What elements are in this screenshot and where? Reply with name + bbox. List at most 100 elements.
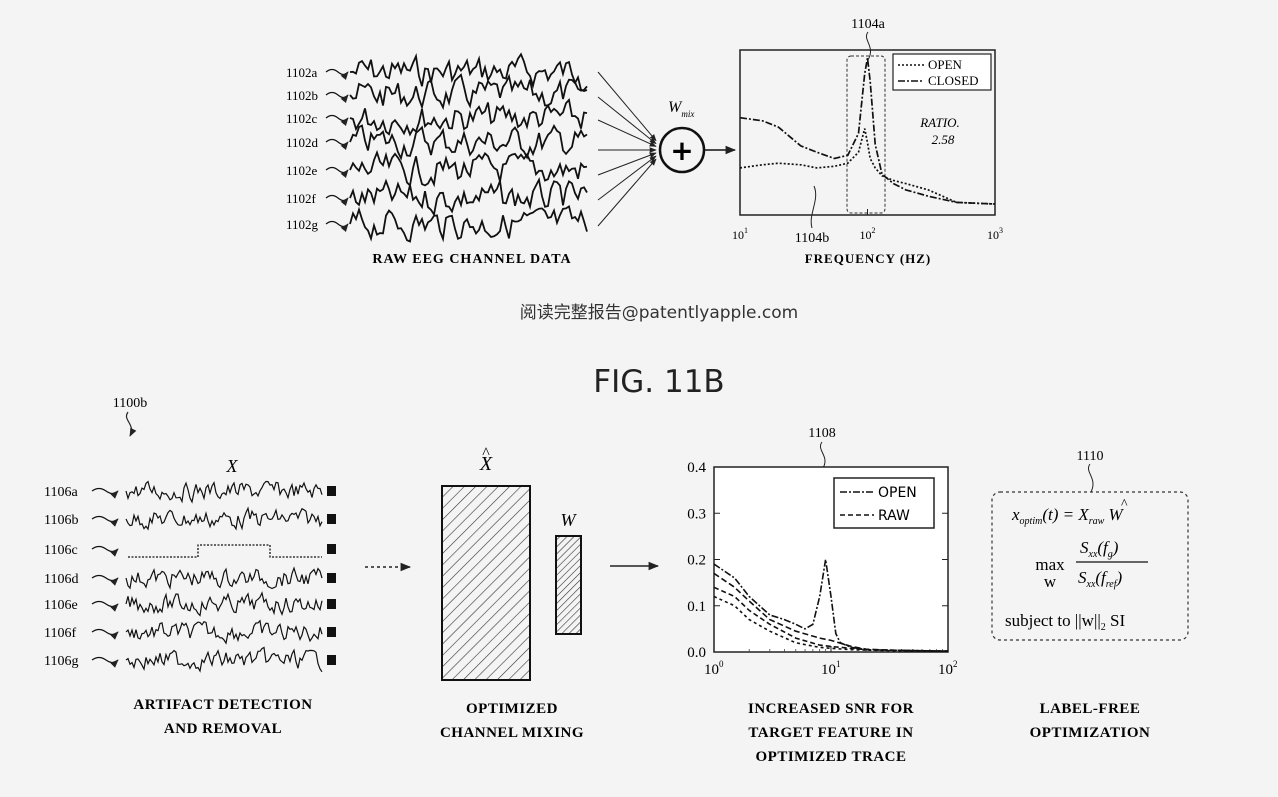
xhat-label: X xyxy=(479,453,493,475)
ref-arrow-1100b xyxy=(126,411,137,437)
bottom-channel-arrow xyxy=(91,487,119,499)
top-channel-arrow xyxy=(325,220,349,233)
bottom-series-line xyxy=(713,572,949,652)
caption-raw-eeg: RAW EEG CHANNEL DATA xyxy=(372,252,571,267)
ref-label-1100b: 1100b xyxy=(113,396,147,411)
formula-callout-line xyxy=(1088,463,1094,493)
top-x-tick-label: 102 xyxy=(860,226,876,242)
caption-mixing-1: OPTIMIZED xyxy=(466,701,558,717)
bottom-channel-trace xyxy=(125,480,323,504)
peak-callout-label: 1104a xyxy=(851,17,885,32)
channel-end-marker xyxy=(327,627,336,637)
caption-artifact-1: ARTIFACT DETECTION xyxy=(133,697,312,713)
artifact-step-trace xyxy=(128,544,322,558)
converging-arrows xyxy=(597,71,657,227)
converge-arrow xyxy=(597,96,657,145)
base-callout-line xyxy=(810,185,817,229)
bottom-channel-arrow xyxy=(91,545,119,557)
top-series-line xyxy=(739,57,996,205)
mixer-plus-icon: + xyxy=(670,134,693,167)
channel-end-marker xyxy=(327,514,336,524)
bottom-x-tick-label: 102 xyxy=(938,659,958,678)
top-xlabel: FREQUENCY (HZ) xyxy=(805,251,932,266)
xhat-matrix xyxy=(441,485,531,681)
top-channel-trace xyxy=(349,204,588,243)
caption-snr-2: TARGET FEATURE IN xyxy=(748,725,913,741)
converge-arrow xyxy=(597,119,657,147)
top-channel-trace xyxy=(349,97,588,137)
x-matrix-label: X xyxy=(226,456,239,476)
formula-box xyxy=(991,491,1189,641)
w-label: W xyxy=(561,510,578,530)
bottom-y-tick-label: 0.0 xyxy=(687,645,706,661)
legend-b-open-label: OPEN xyxy=(878,485,917,501)
mixer-circle xyxy=(658,126,706,174)
formula-constraint: subject to ||w||2 SI xyxy=(1005,611,1125,633)
top-channel-label: 1102c xyxy=(286,111,318,126)
top-channel-trace xyxy=(349,73,588,111)
top-channel-arrow xyxy=(325,91,349,104)
bottom-channel-arrow xyxy=(91,574,119,586)
formula-denominator: Sxx(fref) xyxy=(1078,568,1123,590)
xhat-hat-mark: ^ xyxy=(482,445,490,462)
bottom-channel-label: 1106c xyxy=(44,543,78,558)
peak-callout-line xyxy=(866,31,872,61)
bottom-channel-label: 1106g xyxy=(44,654,78,669)
top-legend xyxy=(892,53,992,91)
bottom-channel-label: 1106e xyxy=(44,598,78,613)
bottom-channel-trace xyxy=(125,646,323,673)
watermark: 阅读完整报告@patentlyapple.com xyxy=(520,303,798,323)
bottom-channel-arrow xyxy=(91,600,119,612)
converge-arrow xyxy=(597,158,657,227)
figure-title: FIG. 11B xyxy=(593,364,724,400)
bottom-channel-arrow xyxy=(91,656,119,668)
plot-callout-1108: 1108 xyxy=(808,426,835,441)
caption-snr-3: OPTIMIZED TRACE xyxy=(756,749,907,765)
bottom-channel-trace xyxy=(125,506,323,531)
top-channel-trace xyxy=(349,52,588,92)
top-channel-arrow xyxy=(325,166,349,179)
peak-highlight-box xyxy=(846,55,886,214)
converge-arrow xyxy=(597,71,657,142)
top-channel-label: 1102d xyxy=(286,135,319,150)
top-channel-label: 1102a xyxy=(286,65,318,80)
channel-end-marker xyxy=(327,599,336,609)
top-channel-label: 1102b xyxy=(286,88,318,103)
bottom-legend xyxy=(833,477,935,529)
legend-closed-label: CLOSED xyxy=(928,73,979,88)
bottom-channel-arrow xyxy=(91,515,119,527)
bottom-channel-label: 1106b xyxy=(44,513,78,528)
ratio-label: RATIO. xyxy=(919,115,960,130)
channel-end-marker xyxy=(327,655,336,665)
ratio-value: 2.58 xyxy=(932,132,955,147)
top-channel-label: 1102f xyxy=(286,191,317,206)
bottom-y-tick-label: 0.1 xyxy=(687,599,706,615)
bottom-x-tick-label: 101 xyxy=(821,659,841,678)
top-channel-trace xyxy=(349,124,588,161)
top-channel-label: 1102e xyxy=(286,163,318,178)
converge-arrow xyxy=(597,152,657,176)
formula-callout-1110: 1110 xyxy=(1077,449,1104,464)
formula-w: w xyxy=(1044,572,1057,591)
caption-label-free-1: LABEL-FREE xyxy=(1040,701,1141,717)
top-channel-arrow xyxy=(325,68,349,81)
channel-end-marker xyxy=(327,544,336,554)
top-x-tick-label: 103 xyxy=(987,226,1003,242)
caption-snr-1: INCREASED SNR FOR xyxy=(748,701,914,717)
top-plot-series xyxy=(739,57,996,205)
channel-end-marker xyxy=(327,573,336,583)
formula-max: max xyxy=(1035,555,1065,574)
legend-b-raw-label: RAW xyxy=(878,508,910,524)
caption-artifact-2: AND REMOVAL xyxy=(164,721,282,737)
bottom-y-ticks: 0.00.10.20.30.4 xyxy=(687,460,948,661)
top-channel-trace xyxy=(349,149,588,188)
top-channel-arrow xyxy=(325,194,349,207)
bottom-channel-trace xyxy=(125,591,323,617)
bottom-y-tick-label: 0.3 xyxy=(687,506,706,522)
bottom-channel-trace xyxy=(125,566,323,591)
